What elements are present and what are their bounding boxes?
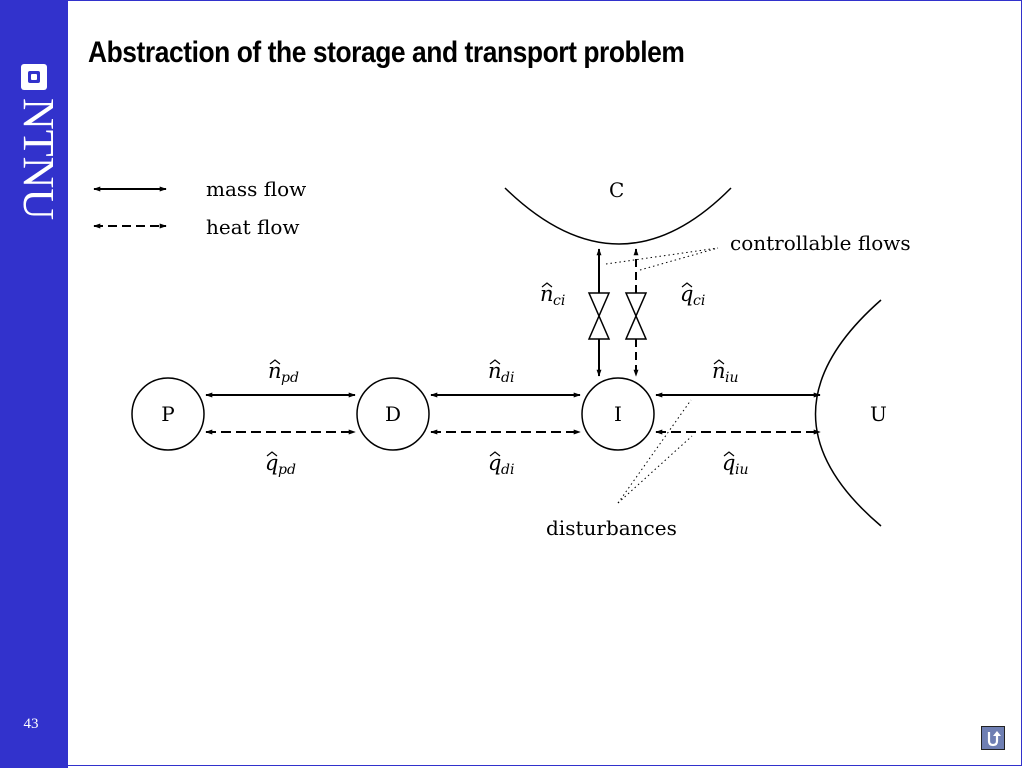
svg-text:n: n xyxy=(712,359,726,383)
svg-text:q: q xyxy=(722,451,735,475)
back-button[interactable] xyxy=(981,726,1005,750)
svg-text:di: di xyxy=(501,370,514,386)
label-n-di: n di xyxy=(488,359,514,386)
slide-title: Abstraction of the storage and transport… xyxy=(88,36,685,69)
svg-text:n: n xyxy=(268,359,282,383)
label-n-pd: n pd xyxy=(268,359,299,386)
node-d xyxy=(356,377,430,451)
svg-text:ci: ci xyxy=(553,293,565,309)
controllable-flows-label: controllable flows xyxy=(730,231,911,255)
svg-text:pd: pd xyxy=(281,370,299,386)
sidebar: NTNU 43 xyxy=(0,0,68,768)
svg-text:q: q xyxy=(488,451,501,475)
disturbance-pointer-1 xyxy=(617,399,692,504)
node-c-label: C xyxy=(609,178,624,202)
svg-text:pd: pd xyxy=(278,462,296,478)
ntnu-logo-icon xyxy=(21,64,47,90)
label-q-di: q di xyxy=(488,451,514,478)
label-q-iu: q iu xyxy=(722,451,749,478)
node-d-label: D xyxy=(385,402,401,426)
label-q-pd: q pd xyxy=(265,451,296,478)
svg-text:iu: iu xyxy=(725,370,739,386)
svg-text:ci: ci xyxy=(693,293,705,309)
disturbance-pointer-2 xyxy=(617,435,693,504)
slide-frame xyxy=(68,0,1022,766)
label-n-iu: n iu xyxy=(712,359,739,386)
back-arrow-icon xyxy=(987,731,1001,747)
svg-text:di: di xyxy=(501,462,514,478)
logo-text-container: NTNU xyxy=(14,98,62,220)
node-i-label: I xyxy=(614,402,622,426)
svg-text:q: q xyxy=(265,451,278,475)
node-u-arc xyxy=(814,299,882,527)
legend-mass-label: mass flow xyxy=(206,177,306,201)
svg-text:n: n xyxy=(540,282,554,306)
node-p xyxy=(131,377,205,451)
svg-text:n: n xyxy=(488,359,502,383)
valve-q-ci xyxy=(624,292,648,340)
node-i xyxy=(581,377,655,451)
svg-text:q: q xyxy=(680,282,693,306)
label-q-ci: q ci xyxy=(680,282,705,309)
controllable-pointer-2 xyxy=(639,247,719,271)
node-u-label: U xyxy=(870,402,887,426)
disturbances-label: disturbances xyxy=(546,516,677,540)
page-number: 43 xyxy=(23,716,39,732)
label-n-ci: n ci xyxy=(540,282,565,309)
logo-text: NTNU xyxy=(14,98,62,220)
svg-text:iu: iu xyxy=(735,462,749,478)
valve-n-ci xyxy=(587,292,611,340)
node-c-arc xyxy=(504,187,732,245)
legend-heat-label: heat flow xyxy=(206,215,300,239)
controllable-pointer-1 xyxy=(605,247,719,265)
node-p-label: P xyxy=(161,402,174,426)
